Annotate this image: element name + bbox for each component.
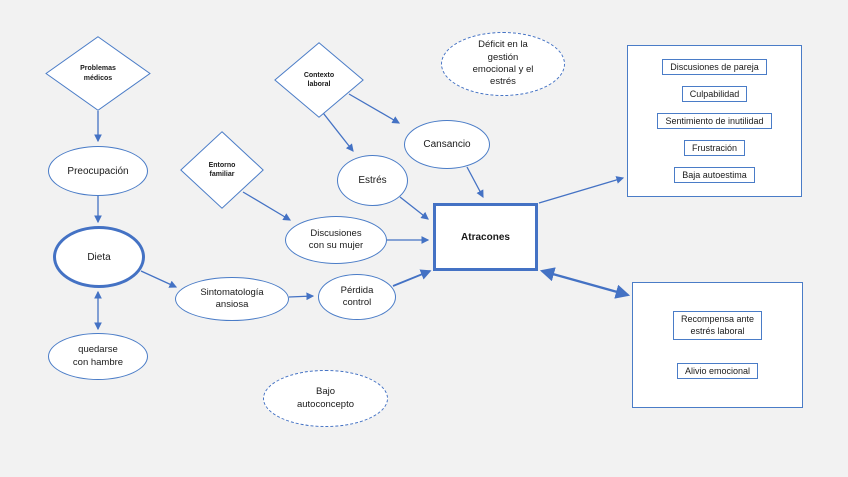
node-label: Sintomatología ansiosa	[200, 286, 264, 310]
node-label: Déficit en la gestión emocional y el est…	[472, 39, 534, 88]
consequence-item-sentimiento-de-inutilidad[interactable]: Sentimiento de inutilidad	[657, 112, 772, 130]
node-quedarse-con-hambre[interactable]: quedarse con hambre	[48, 333, 148, 380]
arrow-estres-to-atracones	[399, 196, 429, 220]
node-cansancio[interactable]: Cansancio	[404, 120, 490, 169]
node-perdida-control[interactable]: Pérdida control	[318, 274, 396, 320]
node-bajo-autoconcepto[interactable]: Bajo autoconcepto	[263, 370, 388, 427]
node-label: Contexto laboral	[303, 71, 335, 88]
node-label: Problemas médicos	[80, 65, 116, 82]
node-label: Discusiones con su mujer	[308, 227, 364, 251]
node-label: Entorno familiar	[208, 161, 236, 178]
node-label: Cansancio	[423, 139, 471, 150]
node-deficit-gestion-emocional[interactable]: Déficit en la gestión emocional y el est…	[441, 32, 565, 96]
node-dieta[interactable]: Dieta	[53, 226, 145, 288]
reinforcement-box[interactable]: Recompensa ante estrés laboral Alivio em…	[632, 282, 803, 408]
arrow-atracones-reinforcement-bidirectional	[539, 267, 631, 299]
node-label: Pérdida control	[340, 284, 374, 308]
node-discusiones-con-su-mujer[interactable]: Discusiones con su mujer	[285, 216, 387, 264]
consequence-item-baja-autoestima[interactable]: Baja autoestima	[674, 167, 755, 184]
consequence-item-frustracion[interactable]: Frustración	[683, 140, 745, 157]
diamond-shape	[45, 36, 151, 111]
arrow-atracones-to-consequences	[538, 176, 625, 204]
arrow-perdida-to-atracones	[392, 269, 432, 287]
node-atracones[interactable]: Atracones	[433, 203, 538, 271]
node-problemas-medicos[interactable]: Problemas médicos	[45, 36, 151, 111]
node-label: Preocupación	[67, 165, 129, 177]
reinforcement-item-recompensa-estres-laboral[interactable]: Recompensa ante estrés laboral	[672, 311, 763, 340]
consequence-item-discusiones-de-pareja[interactable]: Discusiones de pareja	[662, 58, 767, 75]
reinforcement-item-alivio-emocional[interactable]: Alivio emocional	[676, 362, 759, 379]
arrow-entorno-to-discusiones	[242, 191, 292, 221]
diamond-shape	[274, 42, 364, 118]
arrow-contexto-to-cansancio	[348, 93, 401, 124]
node-label: Dieta	[87, 251, 111, 263]
arrow-sintomatologia-to-perdida	[288, 292, 315, 301]
node-preocupacion[interactable]: Preocupación	[48, 146, 148, 196]
arrow-dieta-to-sintomatologia	[140, 270, 178, 288]
node-label: quedarse con hambre	[72, 344, 124, 368]
arrow-contexto-to-estres	[319, 108, 354, 152]
consequences-box[interactable]: Discusiones de pareja Culpabilidad Senti…	[627, 45, 802, 197]
consequence-item-culpabilidad[interactable]: Culpabilidad	[681, 85, 748, 102]
node-estres[interactable]: Estrés	[337, 155, 408, 206]
node-entorno-familiar[interactable]: Entorno familiar	[180, 131, 264, 209]
node-contexto-laboral[interactable]: Contexto laboral	[274, 42, 364, 118]
node-label: Atracones	[461, 231, 510, 243]
node-sintomatologia-ansiosa[interactable]: Sintomatología ansiosa	[175, 277, 289, 321]
node-label: Estrés	[358, 175, 387, 186]
node-label: Bajo autoconcepto	[296, 386, 355, 410]
diamond-shape	[180, 131, 264, 209]
arrow-cansancio-to-atracones	[466, 166, 484, 199]
